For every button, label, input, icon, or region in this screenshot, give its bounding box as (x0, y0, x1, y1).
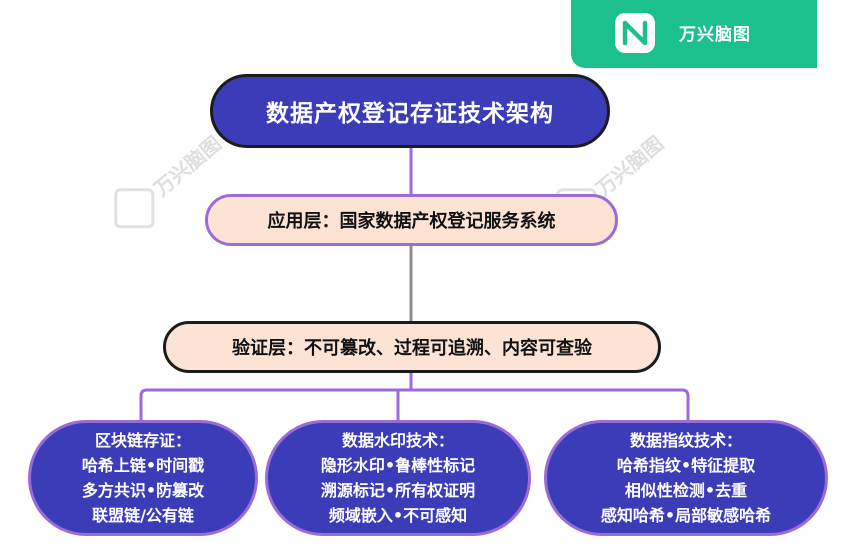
node-heading: 区块链存证： (94, 431, 191, 450)
node-item: 哈希指纹•特征提取 (616, 456, 756, 475)
fingerprint-tech-node: 数据指纹技术： 哈希指纹•特征提取 相似性检测•去重 感知哈希•局部敏感哈希 (544, 420, 828, 536)
node-item: 频域嵌入•不可感知 (328, 506, 468, 525)
node-item: 哈希上链•时间戳 (81, 456, 205, 475)
node-item: 感知哈希•局部敏感哈希 (600, 506, 772, 525)
brand-name: 万兴脑图 (679, 25, 751, 45)
node-item: 隐形水印•鲁棒性标记 (320, 456, 476, 475)
verification-layer-node: 验证层：不可篡改、过程可追溯、内容可查验 (163, 321, 661, 373)
node-item: 联盟链/公有链 (92, 506, 194, 525)
connector-branch-bar (139, 388, 690, 422)
diagram-title: 数据产权登记存证技术架构 (266, 101, 554, 127)
application-layer-node: 应用层：国家数据产权登记服务系统 (205, 194, 618, 246)
node-item: 相似性检测•去重 (624, 481, 748, 500)
mindmaster-logo-icon (615, 13, 655, 53)
watermark-tech-node: 数据水印技术： 隐形水印•鲁棒性标记 溯源标记•所有权证明 频域嵌入•不可感知 (265, 420, 531, 536)
blockchain-node: 区块链存证： 哈希上链•时间戳 多方共识•防篡改 联盟链/公有链 (28, 420, 258, 536)
node-item: 多方共识•防篡改 (81, 481, 205, 500)
node-item: 溯源标记•所有权证明 (320, 481, 476, 500)
title-node: 数据产权登记存证技术架构 (210, 74, 610, 148)
brand-badge: 万兴脑图 (571, 0, 817, 68)
node-heading: 数据指纹技术： (629, 431, 742, 450)
node-heading: 数据水印技术： (341, 431, 454, 450)
verification-layer-label: 验证层：不可篡改、过程可追溯、内容可查验 (232, 338, 592, 359)
application-layer-label: 应用层：国家数据产权登记服务系统 (267, 211, 556, 232)
